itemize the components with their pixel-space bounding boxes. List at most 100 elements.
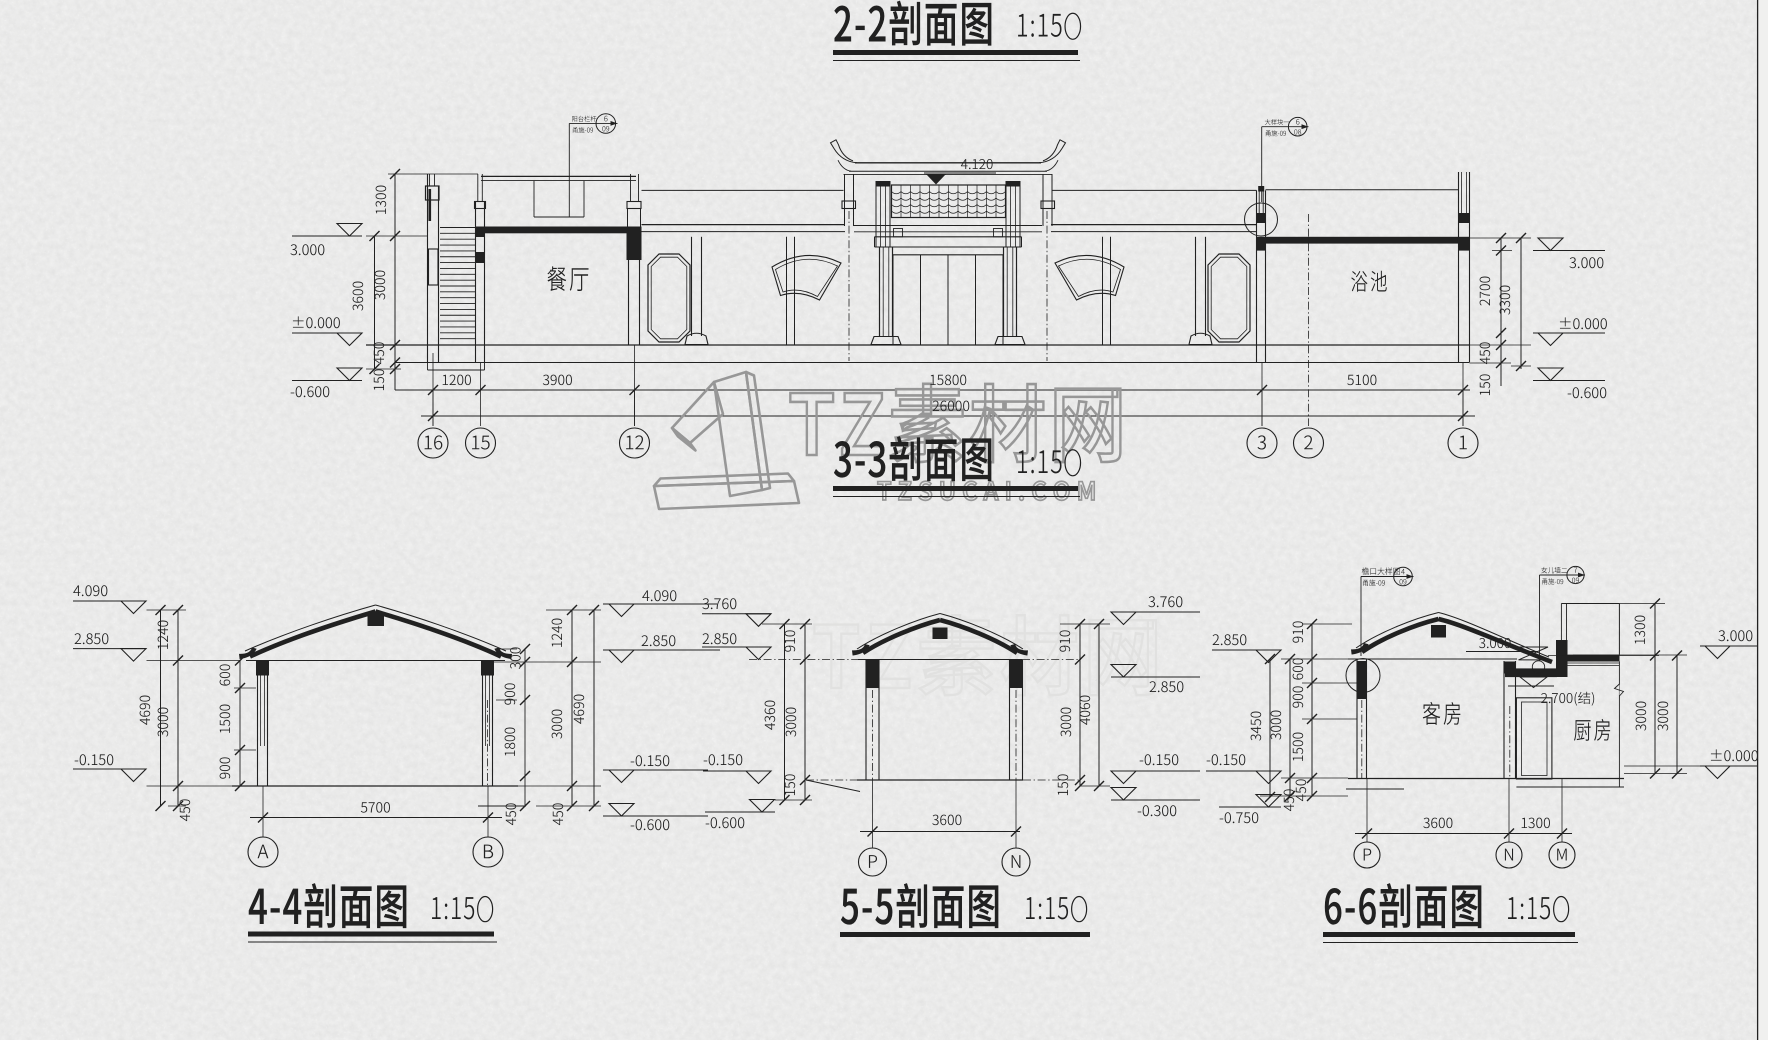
grid-bubble-A bbox=[247, 836, 279, 868]
elevation-marker bbox=[603, 755, 708, 784]
callout-label bbox=[1541, 566, 1568, 574]
title-scale bbox=[1018, 13, 1062, 37]
callout-ref bbox=[572, 126, 594, 133]
dim-label bbox=[932, 814, 962, 826]
callout-number bbox=[1296, 118, 1300, 125]
callout-sheet bbox=[1294, 129, 1302, 135]
elevation-value bbox=[1710, 749, 1758, 762]
grid-bubble-P bbox=[857, 847, 888, 877]
callout-label bbox=[1361, 567, 1400, 575]
dim-label bbox=[442, 374, 471, 386]
elevation-value bbox=[1148, 596, 1183, 608]
elevation-value bbox=[705, 817, 745, 829]
elevation-value bbox=[1567, 387, 1607, 399]
elevation-value bbox=[1137, 805, 1177, 817]
dim-label bbox=[1521, 817, 1550, 829]
dim-label bbox=[373, 369, 385, 391]
title-scale-zero bbox=[1553, 895, 1570, 923]
elevation-marker bbox=[603, 590, 717, 618]
callout-label bbox=[572, 115, 597, 122]
elevation-marker bbox=[292, 316, 364, 347]
grid-bubble-label bbox=[1504, 848, 1514, 861]
drawing-5-5-labels bbox=[702, 596, 1200, 877]
dim-label bbox=[1060, 707, 1072, 737]
dim-label bbox=[784, 774, 796, 796]
dim-label bbox=[785, 707, 797, 737]
elevation-marker bbox=[73, 585, 148, 615]
callout-number bbox=[1401, 568, 1405, 575]
dim-label bbox=[510, 647, 521, 669]
elevation-marker bbox=[1533, 367, 1607, 399]
dim-label bbox=[157, 707, 169, 737]
dim-label bbox=[1634, 615, 1646, 644]
grid-bubble-2 bbox=[1292, 427, 1325, 459]
grid-bubble-15 bbox=[464, 427, 497, 459]
section-5-5-linework bbox=[749, 613, 1110, 848]
elevation-marker bbox=[1206, 754, 1283, 785]
elevation-value bbox=[1206, 754, 1246, 766]
callout-number bbox=[604, 115, 608, 122]
dim-label bbox=[375, 185, 387, 214]
dim-label bbox=[505, 803, 517, 826]
dim-label bbox=[1347, 374, 1377, 386]
dim-label bbox=[1479, 276, 1491, 306]
dim-label bbox=[1657, 701, 1669, 731]
title-text bbox=[1324, 883, 1482, 929]
detail-callout bbox=[568, 113, 618, 217]
title-scale-zero bbox=[477, 895, 494, 923]
dim-label bbox=[1283, 789, 1295, 812]
section-4-4-linework bbox=[146, 604, 601, 837]
sheet-edge bbox=[1756, 0, 1768, 1040]
title-5-5 bbox=[840, 883, 1090, 937]
grid-bubble-3 bbox=[1246, 427, 1278, 459]
elevation-marker bbox=[1700, 749, 1758, 780]
dim-label bbox=[373, 342, 385, 365]
dim-label bbox=[360, 802, 390, 813]
dim-label bbox=[551, 709, 563, 739]
elevation-marker bbox=[603, 635, 720, 664]
watermark-domain bbox=[876, 480, 1096, 502]
detail-callout bbox=[1539, 565, 1585, 661]
callout-ref bbox=[1362, 579, 1386, 587]
grid-bubble-label bbox=[868, 855, 878, 868]
elevation-value bbox=[702, 598, 737, 610]
elevation-value bbox=[630, 819, 670, 831]
dim-label bbox=[573, 694, 585, 724]
elevation-marker bbox=[290, 367, 364, 398]
elevation-value bbox=[1559, 317, 1607, 330]
dim-label bbox=[1292, 732, 1304, 761]
grid-bubble-label bbox=[626, 435, 644, 450]
dim-label bbox=[1079, 695, 1091, 725]
callout-ref bbox=[1542, 578, 1564, 585]
callout-number bbox=[1573, 567, 1578, 573]
room-label bbox=[1422, 701, 1461, 725]
elevation-value bbox=[702, 633, 737, 645]
elevation-value bbox=[1718, 630, 1753, 642]
dim-label bbox=[1423, 817, 1453, 829]
elevation-marker bbox=[702, 598, 773, 628]
callout-label bbox=[1264, 118, 1290, 126]
room-label bbox=[1574, 718, 1611, 741]
elevation-marker bbox=[1109, 786, 1200, 817]
dim-label bbox=[784, 630, 796, 652]
grid-bubble-label bbox=[1557, 848, 1567, 861]
grid-bubble-label bbox=[1363, 848, 1372, 861]
title-4-4 bbox=[248, 883, 497, 943]
elevation-value bbox=[1569, 257, 1604, 269]
elevation-value bbox=[1139, 754, 1179, 766]
elevation-marker bbox=[1219, 793, 1283, 824]
elevation-marker bbox=[603, 802, 708, 831]
title-underline bbox=[248, 931, 494, 937]
elevation-value bbox=[703, 754, 743, 766]
room-label bbox=[1351, 270, 1387, 292]
title-scale bbox=[1026, 897, 1069, 920]
elevation-value bbox=[1149, 681, 1184, 693]
title-underline bbox=[1323, 932, 1575, 937]
dim-label bbox=[1635, 701, 1647, 731]
elevation-marker bbox=[1109, 754, 1200, 785]
elevation-value bbox=[73, 585, 108, 597]
title-text bbox=[248, 883, 407, 929]
watermark bbox=[652, 370, 1122, 511]
grid-bubble-12 bbox=[618, 427, 651, 459]
ridge-elevation-annotation bbox=[924, 158, 996, 185]
